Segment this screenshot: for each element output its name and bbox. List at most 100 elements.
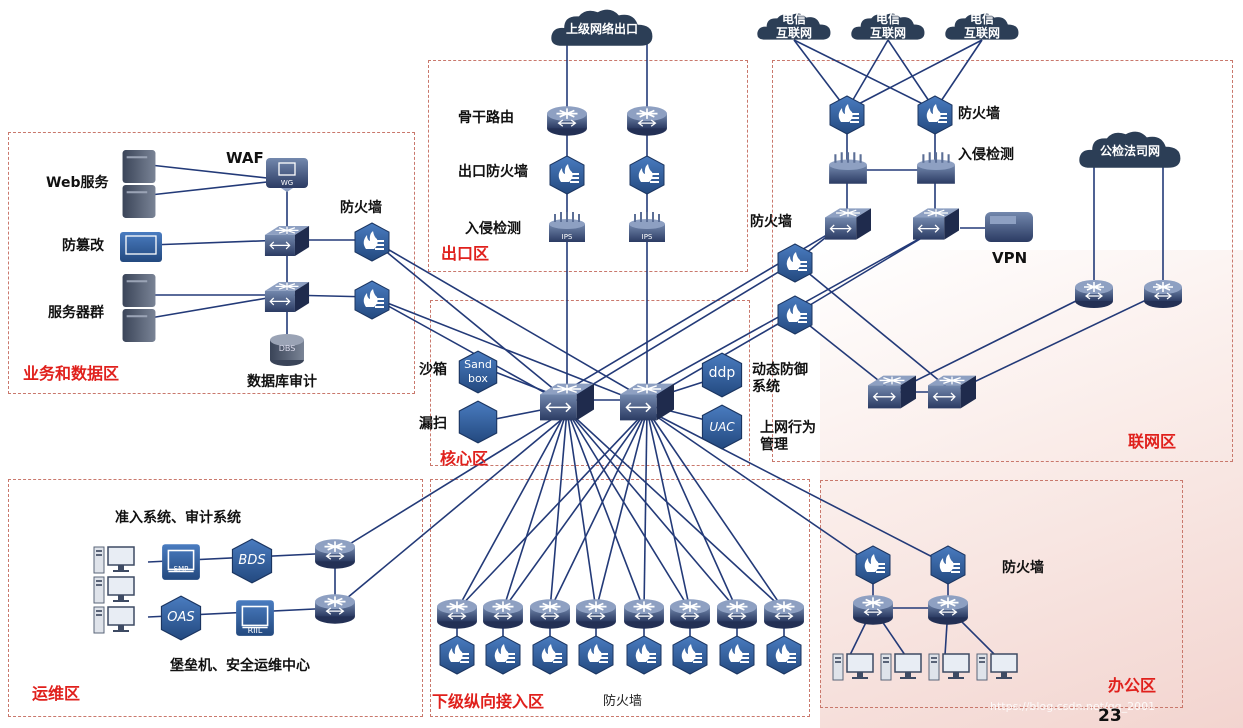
exit-firewall-1 — [549, 155, 585, 195]
inet-ids-1 — [828, 152, 868, 185]
watermark: https://blog.csdn.net/qq_2001 — [990, 700, 1156, 713]
zone-label-core: 核心区 — [440, 449, 489, 468]
office-pc-3 — [928, 653, 970, 681]
inet-firewall-2 — [917, 95, 953, 135]
cloud-public-security-label: 公检法司网 — [1099, 144, 1160, 158]
label-internet-behavior: 上网行为 管理 — [760, 420, 816, 453]
lower-firewall-8 — [766, 635, 802, 675]
label-waf: WAF — [226, 149, 264, 167]
inet-switch-1 — [825, 208, 871, 240]
label-firewall-business: 防火墙 — [340, 200, 382, 216]
label-dynamic-defense: 动态防御 系统 — [752, 362, 808, 395]
cloud-telecom-label-3: 电信 互联网 — [963, 12, 1000, 40]
zone-core — [430, 300, 750, 466]
server-group-icon — [122, 274, 156, 342]
waf-device — [266, 158, 308, 192]
ops-router-2 — [314, 593, 356, 625]
label-anti-tamper: 防篡改 — [62, 238, 104, 254]
label-ids-inet: 入侵检测 — [958, 147, 1014, 163]
office-pc-4 — [976, 653, 1018, 681]
dbs-device-text: DBS — [278, 344, 296, 353]
lower-router-5 — [623, 598, 665, 630]
office-pc-1 — [832, 653, 874, 681]
label-server-group: 服务器群 — [48, 305, 104, 321]
business-switch-2 — [264, 282, 310, 312]
cloud-telecom-label-2: 电信 互联网 — [869, 12, 906, 40]
business-switch-1 — [264, 226, 310, 256]
ops-pc-3 — [93, 606, 135, 634]
zone-label-business: 业务和数据区 — [23, 364, 120, 383]
label-bastion: 堡垒机、安全运维中心 — [170, 658, 310, 674]
web-server-icon — [122, 150, 156, 218]
lower-firewall-4 — [578, 635, 614, 675]
oas-device-text: OAS — [167, 610, 195, 625]
label-backbone-router: 骨干路由 — [458, 110, 514, 126]
ddp-device-text: ddp — [708, 365, 736, 381]
smp-device-text: SMP — [173, 565, 189, 573]
zone-exit — [428, 60, 748, 272]
ops-pc-1 — [93, 546, 135, 574]
office-router-2 — [927, 594, 969, 626]
label-vpn: VPN — [992, 249, 1028, 267]
office-pc-2 — [880, 653, 922, 681]
lower-router-8 — [763, 598, 805, 630]
exit-firewall-2 — [629, 155, 665, 195]
zone-office — [820, 480, 1183, 708]
lower-firewall-2 — [485, 635, 521, 675]
ops-pc-2 — [93, 576, 135, 604]
zone-label-ops: 运维区 — [32, 684, 81, 703]
office-router-1 — [852, 594, 894, 626]
ops-router-1 — [314, 538, 356, 570]
inet-ids-2 — [916, 152, 956, 185]
cloud-upper-exit-label: 上级网络出口 — [565, 22, 638, 36]
pub-router-1 — [1074, 279, 1114, 309]
lower-firewall-6 — [672, 635, 708, 675]
pub-router-2 — [1143, 279, 1183, 309]
zone-label-internet: 联网区 — [1128, 432, 1177, 451]
label-ids-exit: 入侵检测 — [465, 221, 521, 237]
inet-access-switch-2 — [928, 375, 976, 409]
business-firewall-2 — [354, 280, 390, 320]
uac-device-text: UAC — [709, 420, 735, 434]
zone-ops — [8, 479, 423, 717]
anti-tamper-icon — [120, 232, 162, 262]
inet-switch-2 — [913, 208, 959, 240]
lower-firewall-3 — [532, 635, 568, 675]
label-firewall-inet-top: 防火墙 — [958, 106, 1000, 122]
ips-device-text-2: IPS — [641, 233, 653, 241]
label-exit-firewall: 出口防火墙 — [458, 164, 528, 180]
label-firewall-office: 防火墙 — [1002, 560, 1044, 576]
inet-firewall-1 — [829, 95, 865, 135]
label-firewall-lower: 防火墙 — [603, 694, 643, 709]
lower-firewall-7 — [719, 635, 755, 675]
backbone-router-2 — [626, 105, 668, 137]
core-switch-1 — [540, 383, 594, 421]
label-access-audit: 准入系统、审计系统 — [115, 510, 241, 526]
sandbox-device-text: Sand box — [464, 358, 492, 385]
zone-label-lower-access: 下级纵向接入区 — [432, 692, 545, 711]
vuln-scan-icon — [458, 400, 498, 444]
office-firewall-1 — [855, 545, 891, 585]
waf-device-text: WG — [280, 179, 294, 187]
bds-device-text: BDS — [238, 553, 266, 568]
inet-access-switch-1 — [868, 375, 916, 409]
zone-label-exit: 出口区 — [441, 244, 490, 263]
lower-firewall-5 — [626, 635, 662, 675]
lower-router-4 — [575, 598, 617, 630]
zone-business — [8, 132, 415, 394]
zone-internet — [772, 60, 1233, 462]
inet-firewall-left-1 — [777, 243, 813, 283]
lower-router-6 — [669, 598, 711, 630]
label-sandbox: 沙箱 — [419, 362, 447, 378]
business-firewall-1 — [354, 222, 390, 262]
page-number: 23 — [1098, 706, 1122, 726]
vpn-device — [985, 212, 1033, 242]
backbone-router-1 — [546, 105, 588, 137]
ips-device-text-1: IPS — [561, 233, 573, 241]
zone-lower-access — [430, 479, 810, 717]
lower-firewall-1 — [439, 635, 475, 675]
lower-router-2 — [482, 598, 524, 630]
lower-router-7 — [716, 598, 758, 630]
lower-router-1 — [436, 598, 478, 630]
